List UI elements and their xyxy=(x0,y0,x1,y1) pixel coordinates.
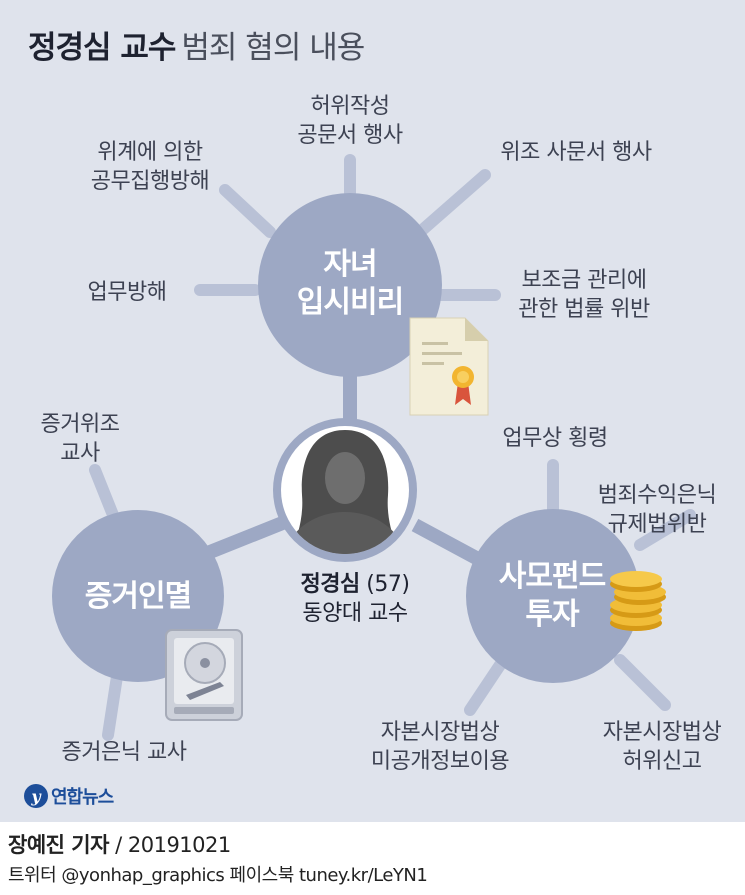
coins-icon xyxy=(610,571,666,631)
infographic-panel xyxy=(0,0,745,822)
yonhap-logo-text: 연합뉴스 xyxy=(51,787,114,808)
certificate-icon xyxy=(409,317,489,416)
hard-drive-icon xyxy=(165,629,243,721)
charge-business-interference: 업무방해 xyxy=(87,280,167,305)
center-person-label: 정경심 (57) 동양대 교수 xyxy=(300,572,410,626)
charge-evidence-concealment: 증거은닉 교사 xyxy=(61,740,187,765)
woman-silhouette-icon xyxy=(273,418,417,562)
evidence-spokes xyxy=(89,464,124,741)
yonhap-logo-mark: y xyxy=(24,784,48,808)
admissions-hub-circle xyxy=(258,193,442,377)
fund-hub-circle xyxy=(466,509,640,683)
admissions-hub-label: 자녀 입시비리 xyxy=(296,247,404,320)
charge-diagram xyxy=(52,154,696,741)
yonhap-logo: y 연합뉴스 xyxy=(24,783,114,809)
fund-hub-label: 사모펀드 투자 xyxy=(498,559,606,632)
byline: 장예진 기자 / 20191021 xyxy=(8,833,231,857)
charge-forged-private-doc: 위조 사문서 행사 xyxy=(500,140,652,165)
social-credits: 트위터 @yonhap_graphics 페이스북 tuney.kr/LeYN1 xyxy=(8,865,428,886)
evidence-hub-label: 증거인멸 xyxy=(84,579,192,614)
charge-embezzlement: 업무상 횡령 xyxy=(502,426,608,451)
